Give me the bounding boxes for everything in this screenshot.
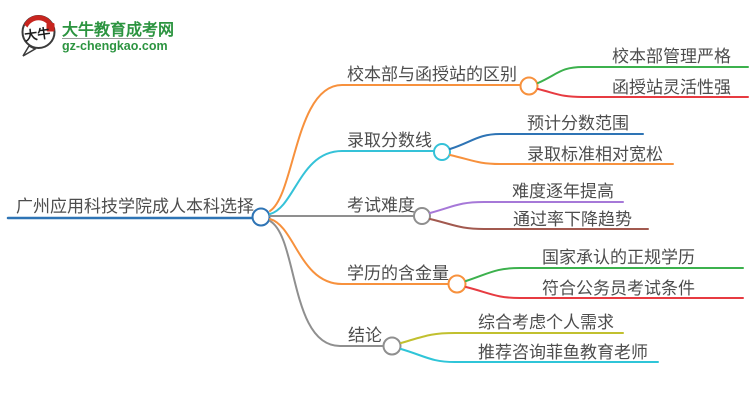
branch-5-child-2-line bbox=[400, 348, 659, 363]
branch-2-child-1-label: 预计分数范围 bbox=[527, 114, 629, 133]
site-logo: 大牛 大牛教育成考网 gz-chengkao.com bbox=[21, 15, 174, 57]
branch-1-dot bbox=[519, 76, 539, 96]
branch-admission-score: 录取分数线 预计分数范围 录取标准相对宽松 bbox=[269, 114, 674, 215]
logo-bubble-chars: 大牛 bbox=[24, 25, 52, 43]
branch-1-child-1-line bbox=[537, 66, 749, 84]
branch-5-child-1-line bbox=[400, 332, 624, 344]
branch-3-label: 考试难度 bbox=[347, 196, 415, 215]
root-dot bbox=[251, 207, 271, 227]
branch-2-label: 录取分数线 bbox=[347, 131, 432, 150]
branch-3-dot bbox=[413, 207, 431, 225]
branch-2-child-1-line bbox=[449, 133, 644, 150]
branch-conclusion: 结论 综合考虑个人需求 推荐咨询菲鱼教育老师 bbox=[269, 220, 659, 363]
branch-5-label: 结论 bbox=[348, 326, 382, 345]
branch-5-child-1-label: 综合考虑个人需求 bbox=[478, 313, 614, 332]
root-node: 广州应用科技学院成人本科选择 bbox=[6, 197, 271, 227]
branch-4-child-2-label: 符合公务员考试条件 bbox=[542, 279, 695, 298]
branch-2-dot bbox=[433, 143, 451, 161]
logo-title: 大牛教育成考网 bbox=[62, 20, 174, 39]
logo-url: gz-chengkao.com bbox=[62, 39, 168, 53]
branch-3-child-2-line bbox=[429, 218, 649, 230]
branch-exam-difficulty: 考试难度 难度逐年提高 通过率下降趋势 bbox=[269, 182, 649, 230]
branch-degree-value: 学历的含金量 国家承认的正规学历 符合公务员考试条件 bbox=[269, 218, 744, 299]
branch-4-label: 学历的含金量 bbox=[347, 264, 449, 283]
branch-4-child-1-label: 国家承认的正规学历 bbox=[542, 248, 695, 267]
branch-2-child-2-line bbox=[449, 154, 674, 165]
branch-4-dot bbox=[447, 274, 467, 294]
branch-5-line bbox=[269, 220, 385, 347]
branch-3-child-2-label: 通过率下降趋势 bbox=[513, 210, 632, 229]
branch-1-child-1-label: 校本部管理严格 bbox=[612, 47, 731, 66]
branch-1-line bbox=[269, 84, 521, 212]
branch-campus-vs-station: 校本部与函授站的区别 校本部管理严格 函授站灵活性强 bbox=[269, 47, 749, 212]
branch-1-child-2-label: 函授站灵活性强 bbox=[612, 78, 731, 97]
branch-4-child-1-line bbox=[465, 267, 744, 282]
branch-5-dot bbox=[382, 336, 402, 356]
branch-4-child-2-line bbox=[465, 286, 744, 299]
logo-red-cap bbox=[24, 15, 53, 28]
branch-2-line bbox=[269, 150, 435, 215]
branch-5-child-2-label: 推荐咨询菲鱼教育老师 bbox=[478, 343, 648, 362]
branch-2-child-2-label: 录取标准相对宽松 bbox=[527, 145, 663, 164]
branch-3-child-1-line bbox=[429, 201, 624, 214]
logo-seal-icon bbox=[46, 23, 55, 32]
root-label: 广州应用科技学院成人本科选择 bbox=[16, 197, 254, 216]
branch-1-label: 校本部与函授站的区别 bbox=[347, 65, 517, 84]
branch-3-child-1-label: 难度逐年提高 bbox=[512, 182, 614, 201]
branch-4-line bbox=[269, 218, 450, 285]
branch-1-child-2-line bbox=[537, 88, 749, 98]
